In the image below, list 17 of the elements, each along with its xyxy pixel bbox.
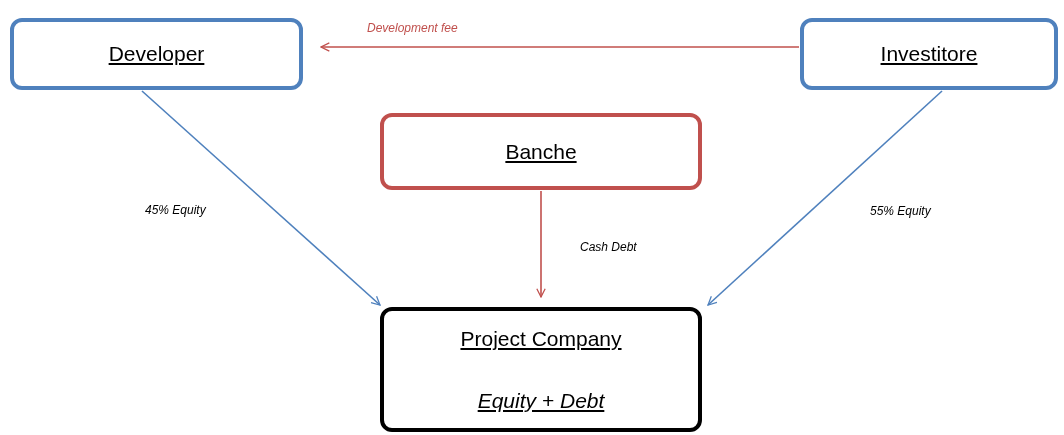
- edge-label: 55% Equity: [870, 204, 931, 218]
- edge-label: 45% Equity: [145, 203, 206, 217]
- box-title: Banche: [505, 139, 577, 164]
- process-box: [380, 113, 702, 190]
- box-title: Developer: [108, 42, 205, 66]
- arrow: [707, 90, 943, 306]
- box-title: Investitore: [880, 42, 978, 66]
- arrow: [320, 42, 800, 52]
- edge-label: Development fee: [367, 21, 458, 35]
- process-box: [800, 18, 1058, 90]
- edge-label: Cash Debt: [580, 240, 637, 254]
- arrow: [141, 90, 381, 306]
- box-title: Project Company: [460, 326, 622, 351]
- process-box: [10, 18, 303, 90]
- arrow: [536, 190, 546, 298]
- process-box: [380, 307, 702, 432]
- box-subtitle: Equity + Debt: [477, 388, 605, 413]
